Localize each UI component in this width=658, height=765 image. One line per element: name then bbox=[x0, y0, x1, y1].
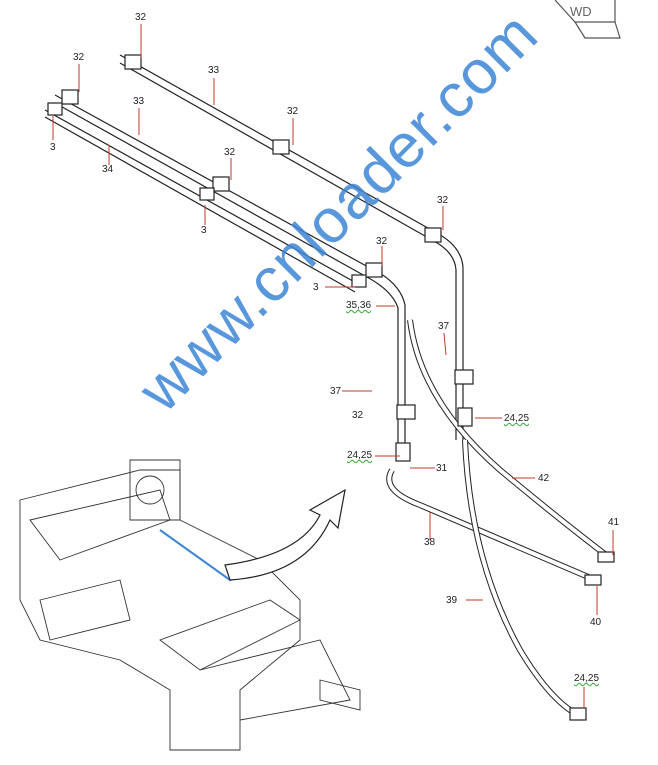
callout: 40 bbox=[590, 617, 602, 628]
callout: 33 bbox=[208, 65, 220, 76]
callout: 32 bbox=[376, 236, 388, 247]
callout: 24,25 bbox=[574, 673, 600, 684]
callout: 24,25 bbox=[347, 450, 373, 461]
callout: 39 bbox=[446, 595, 458, 606]
callout: 31 bbox=[436, 463, 448, 474]
callout: 32 bbox=[437, 195, 449, 206]
logo-text: WD bbox=[570, 4, 592, 19]
callout: 32 bbox=[135, 12, 147, 23]
callout: 38 bbox=[424, 537, 436, 548]
hose-42 bbox=[407, 319, 612, 561]
callout: 3 bbox=[313, 282, 319, 293]
callout: 37 bbox=[330, 386, 342, 397]
callout: 41 bbox=[608, 517, 620, 528]
callout: 32 bbox=[287, 106, 299, 117]
callout: 42 bbox=[538, 473, 550, 484]
callout: 35,36 bbox=[346, 300, 372, 311]
hose-39 bbox=[462, 439, 580, 718]
callout: 32 bbox=[73, 52, 85, 63]
leader-lines bbox=[52, 24, 614, 708]
callout: 32 bbox=[352, 410, 364, 421]
callout: 3 bbox=[201, 225, 207, 236]
callout: 37 bbox=[438, 321, 450, 332]
callout: 34 bbox=[102, 164, 114, 175]
callout: 3 bbox=[50, 142, 56, 153]
callout: 24,25 bbox=[504, 413, 530, 424]
loader-sketch bbox=[19, 459, 361, 751]
callout: 32 bbox=[224, 147, 236, 158]
callout: 33 bbox=[133, 96, 145, 107]
wd-logo bbox=[554, 0, 621, 39]
arrow bbox=[224, 488, 346, 581]
